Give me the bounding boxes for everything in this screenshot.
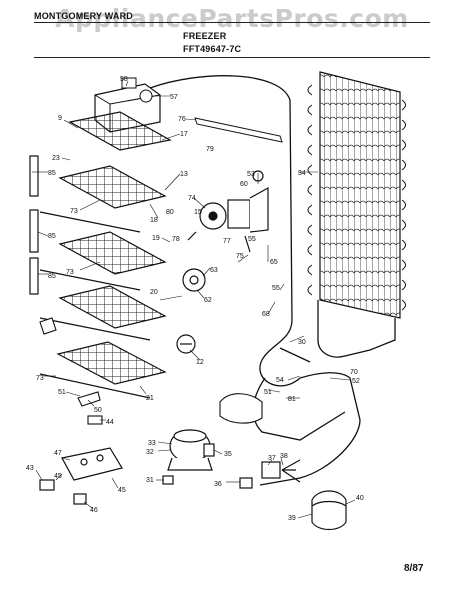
wire-shelves bbox=[39, 111, 172, 399]
header-rule-bottom bbox=[34, 57, 430, 58]
callout-38: 38 bbox=[280, 453, 288, 460]
callout-85c: 85 bbox=[48, 273, 56, 280]
condenser-fan bbox=[239, 459, 301, 489]
callout-12: 12 bbox=[196, 359, 204, 366]
leader-lines bbox=[32, 80, 356, 519]
callout-46: 46 bbox=[90, 507, 98, 514]
callout-15: 15 bbox=[194, 209, 202, 216]
callout-68: 68 bbox=[262, 311, 270, 318]
callout-19: 19 bbox=[152, 235, 160, 242]
callout-55: 55 bbox=[248, 236, 256, 243]
callout-57: 57 bbox=[170, 94, 178, 101]
callout-63: 63 bbox=[210, 267, 218, 274]
product-title: FREEZER bbox=[183, 31, 227, 41]
callout-73c: 73 bbox=[36, 375, 44, 382]
callout-53: 53 bbox=[247, 171, 255, 178]
callout-9: 9 bbox=[58, 115, 62, 122]
callout-81: 81 bbox=[288, 396, 296, 403]
callout-45: 45 bbox=[118, 487, 126, 494]
compressor bbox=[162, 429, 215, 485]
callout-85: 85 bbox=[48, 170, 56, 177]
callout-50: 50 bbox=[94, 407, 102, 414]
callout-73: 73 bbox=[70, 208, 78, 215]
callout-34: 34 bbox=[298, 170, 306, 177]
callout-78: 78 bbox=[172, 236, 180, 243]
callout-52: 52 bbox=[352, 378, 360, 385]
callout-77: 77 bbox=[223, 238, 231, 245]
small-components bbox=[39, 317, 103, 425]
callout-51: 51 bbox=[264, 389, 272, 396]
callout-35: 35 bbox=[224, 451, 232, 458]
callout-62: 62 bbox=[204, 297, 212, 304]
condenser-coil bbox=[307, 71, 406, 319]
callout-33: 33 bbox=[148, 440, 156, 447]
callout-76: 76 bbox=[178, 116, 186, 123]
callout-85b: 85 bbox=[48, 233, 56, 240]
evaporator-pan bbox=[219, 393, 263, 424]
callout-60: 60 bbox=[240, 181, 248, 188]
callout-32: 32 bbox=[146, 449, 154, 456]
callout-65: 65 bbox=[270, 259, 278, 266]
callout-36: 36 bbox=[214, 481, 222, 488]
drain-pan bbox=[311, 490, 347, 531]
callout-40: 40 bbox=[356, 495, 364, 502]
callout-20: 20 bbox=[150, 289, 158, 296]
callout-37: 37 bbox=[268, 455, 276, 462]
callout-21: 21 bbox=[146, 395, 154, 402]
defrost-component bbox=[182, 268, 206, 292]
callout-23: 23 bbox=[52, 155, 60, 162]
callout-51b: 51 bbox=[58, 389, 66, 396]
fan-motor-assembly bbox=[187, 170, 269, 253]
callout-13: 13 bbox=[180, 171, 188, 178]
callout-58: 58 bbox=[120, 76, 128, 83]
callout-17: 17 bbox=[180, 131, 188, 138]
callout-44: 44 bbox=[106, 419, 114, 426]
callout-70: 70 bbox=[350, 369, 358, 376]
callout-73b: 73 bbox=[66, 269, 74, 276]
callout-45b: 45 bbox=[54, 473, 62, 480]
callout-47: 47 bbox=[54, 450, 62, 457]
brand-title: MONTGOMERY WARD bbox=[34, 11, 133, 21]
callout-79: 79 bbox=[206, 146, 214, 153]
callout-43: 43 bbox=[26, 465, 34, 472]
electrical-bracket bbox=[39, 447, 123, 505]
light-shield bbox=[194, 117, 283, 143]
shelf-rails bbox=[29, 155, 39, 295]
control-knob bbox=[176, 334, 196, 354]
callout-55b: 55 bbox=[272, 285, 280, 292]
callout-74: 74 bbox=[188, 195, 196, 202]
callout-18: 18 bbox=[150, 217, 158, 224]
callout-39: 39 bbox=[288, 515, 296, 522]
model-number: FFT49647-7C bbox=[183, 44, 242, 54]
part-callouts: 58 57 9 76 17 79 23 13 85 73 18 53 60 34… bbox=[26, 76, 364, 522]
date-code: 8/87 bbox=[404, 563, 424, 574]
callout-80: 80 bbox=[166, 209, 174, 216]
callout-54: 54 bbox=[276, 377, 284, 384]
callout-30: 30 bbox=[298, 339, 306, 346]
callout-31: 31 bbox=[146, 477, 154, 484]
header-rule-top bbox=[34, 22, 430, 23]
callout-75: 75 bbox=[236, 253, 244, 260]
